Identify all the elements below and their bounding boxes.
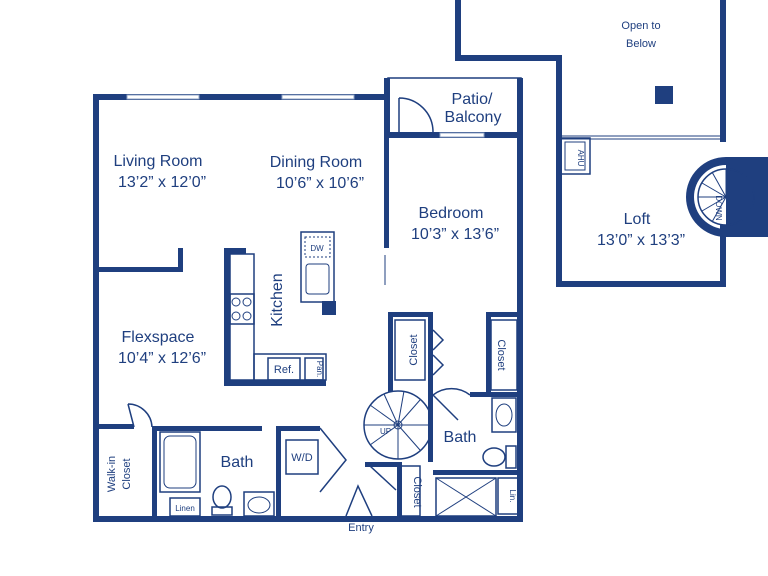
- flexspace-dims: 10’4” x 12’6”: [118, 350, 206, 367]
- ahu-unit: AHU: [559, 137, 591, 175]
- open-below-2: Below: [626, 38, 656, 50]
- bedroom-dims: 10’3” x 13’6”: [411, 226, 499, 243]
- sink-icon: [305, 263, 330, 295]
- pantry-label: Pan.: [315, 361, 324, 377]
- ahu-label: AHU: [576, 150, 585, 167]
- spiral-stair-icon: DOWN: [686, 157, 768, 237]
- loft-walls: [455, 0, 726, 287]
- patio-label-1: Patio/: [452, 91, 493, 108]
- loft-name: Loft: [624, 211, 651, 228]
- walkin-label-2: Closet: [121, 458, 133, 489]
- ref-label: Ref.: [274, 364, 294, 376]
- dining-room-name: Dining Room: [270, 154, 362, 171]
- wd-label: W/D: [291, 452, 312, 464]
- open-below-1: Open to: [621, 20, 660, 32]
- stair-down-label: DOWN: [714, 195, 723, 221]
- living-room-name: Living Room: [114, 153, 203, 170]
- entry-area: Closet Entry: [345, 462, 423, 534]
- closet-bed-label: Closet: [408, 334, 420, 365]
- flexspace-name: Flexspace: [122, 329, 195, 346]
- lower-left: Walk-in Closet Linen Bath W/D: [99, 403, 347, 522]
- sink-icon: [491, 397, 517, 433]
- tub-icon: [159, 431, 201, 493]
- linen-bed-label: Lin.: [508, 490, 517, 503]
- door-swing-icon: [398, 97, 434, 133]
- toilet-icon: [211, 485, 233, 516]
- main-walls: [93, 77, 523, 522]
- bath-bed-label: Bath: [444, 429, 477, 446]
- sink-icon: [243, 491, 275, 517]
- bath-main-label: Bath: [221, 454, 254, 471]
- entry-label: Entry: [348, 522, 374, 534]
- dishwasher-label: DW: [310, 244, 324, 253]
- dining-room-dims: 10’6” x 10’6”: [276, 175, 364, 192]
- closet-entry-label: Closet: [411, 476, 423, 507]
- kitchen: Ref. Pan. Kitchen DW: [224, 231, 336, 386]
- bedroom-services: Closet Closet Bath Lin.: [388, 312, 521, 517]
- shower-icon: [435, 477, 497, 517]
- column-icon: [655, 86, 673, 104]
- loft-dims: 13’0” x 13’3”: [597, 232, 685, 249]
- room-labels: Living Room 13’2” x 12’0” Dining Room 10…: [114, 20, 685, 367]
- spiral-stair-icon: UP: [363, 390, 433, 460]
- toilet-icon: [482, 445, 517, 469]
- stair-up-label: UP: [380, 427, 391, 436]
- closet-right-label: Closet: [495, 339, 507, 370]
- kitchen-label: Kitchen: [269, 273, 286, 326]
- linen-main-label: Linen: [175, 504, 195, 513]
- cooktop-icon: [229, 293, 255, 325]
- patio-label-2: Balcony: [445, 109, 502, 126]
- living-room-dims: 13’2” x 12’0”: [118, 174, 206, 191]
- bedroom-name: Bedroom: [419, 205, 484, 222]
- walkin-label-1: Walk-in: [106, 456, 118, 492]
